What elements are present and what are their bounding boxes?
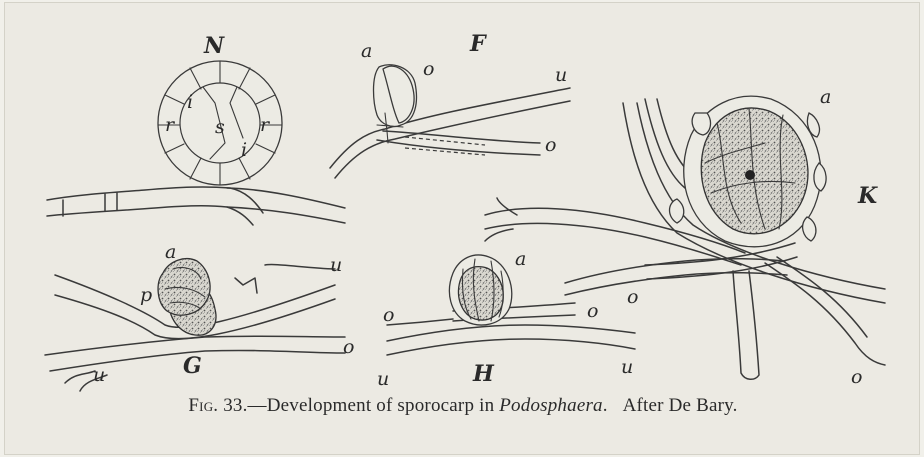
figure-plate: N r i s r i F a o u o G a p u u o: [4, 2, 920, 455]
label-u-G-top: u: [330, 254, 342, 276]
panel-g: G a p u u o: [45, 241, 354, 391]
label-o-H-left: o: [383, 304, 394, 326]
label-s: s: [215, 116, 225, 138]
caption-figure-number: Fig. 33.: [188, 395, 247, 416]
label-u-F: u: [555, 64, 567, 86]
label-u-H-right: u: [621, 356, 633, 378]
caption-credit: After De Bary.: [623, 395, 738, 416]
caption-text: Development of sporocarp in: [267, 395, 499, 416]
label-o-F-top: o: [423, 58, 434, 80]
label-o-K-right: o: [851, 366, 862, 388]
label-o-K-left: o: [627, 286, 638, 308]
panel-n: N r i s r i: [47, 33, 345, 225]
label-G: G: [183, 353, 202, 379]
label-o-G: o: [343, 336, 354, 358]
label-i-left: i: [187, 91, 193, 113]
caption-dash: —: [248, 395, 267, 416]
label-F: F: [469, 31, 487, 57]
label-a-K: a: [820, 86, 831, 108]
sporocarp-illustration: N r i s r i F a o u o G a p u u o: [5, 3, 921, 393]
caption-period: .: [603, 395, 608, 416]
panel-h: H a o o u u: [377, 248, 635, 390]
label-a-G: a: [165, 241, 176, 263]
caption-genus: Podosphaera: [499, 395, 603, 416]
panel-f: F a o u o: [330, 31, 570, 178]
label-o-H-right: o: [587, 300, 598, 322]
label-p-G: p: [140, 284, 152, 306]
label-a-H: a: [515, 248, 526, 270]
label-u-H-left: u: [377, 368, 389, 390]
label-H: H: [472, 361, 495, 387]
label-o-F-bottom: o: [545, 134, 556, 156]
label-i-right: i: [241, 139, 247, 161]
label-a-F: a: [361, 40, 372, 62]
label-N: N: [203, 33, 225, 59]
panel-k: K a o o: [485, 86, 885, 388]
figure-caption: Fig. 33.—Development of sporocarp in Pod…: [5, 395, 921, 417]
label-K: K: [857, 183, 878, 209]
label-u-G-bottom: u: [93, 364, 105, 386]
